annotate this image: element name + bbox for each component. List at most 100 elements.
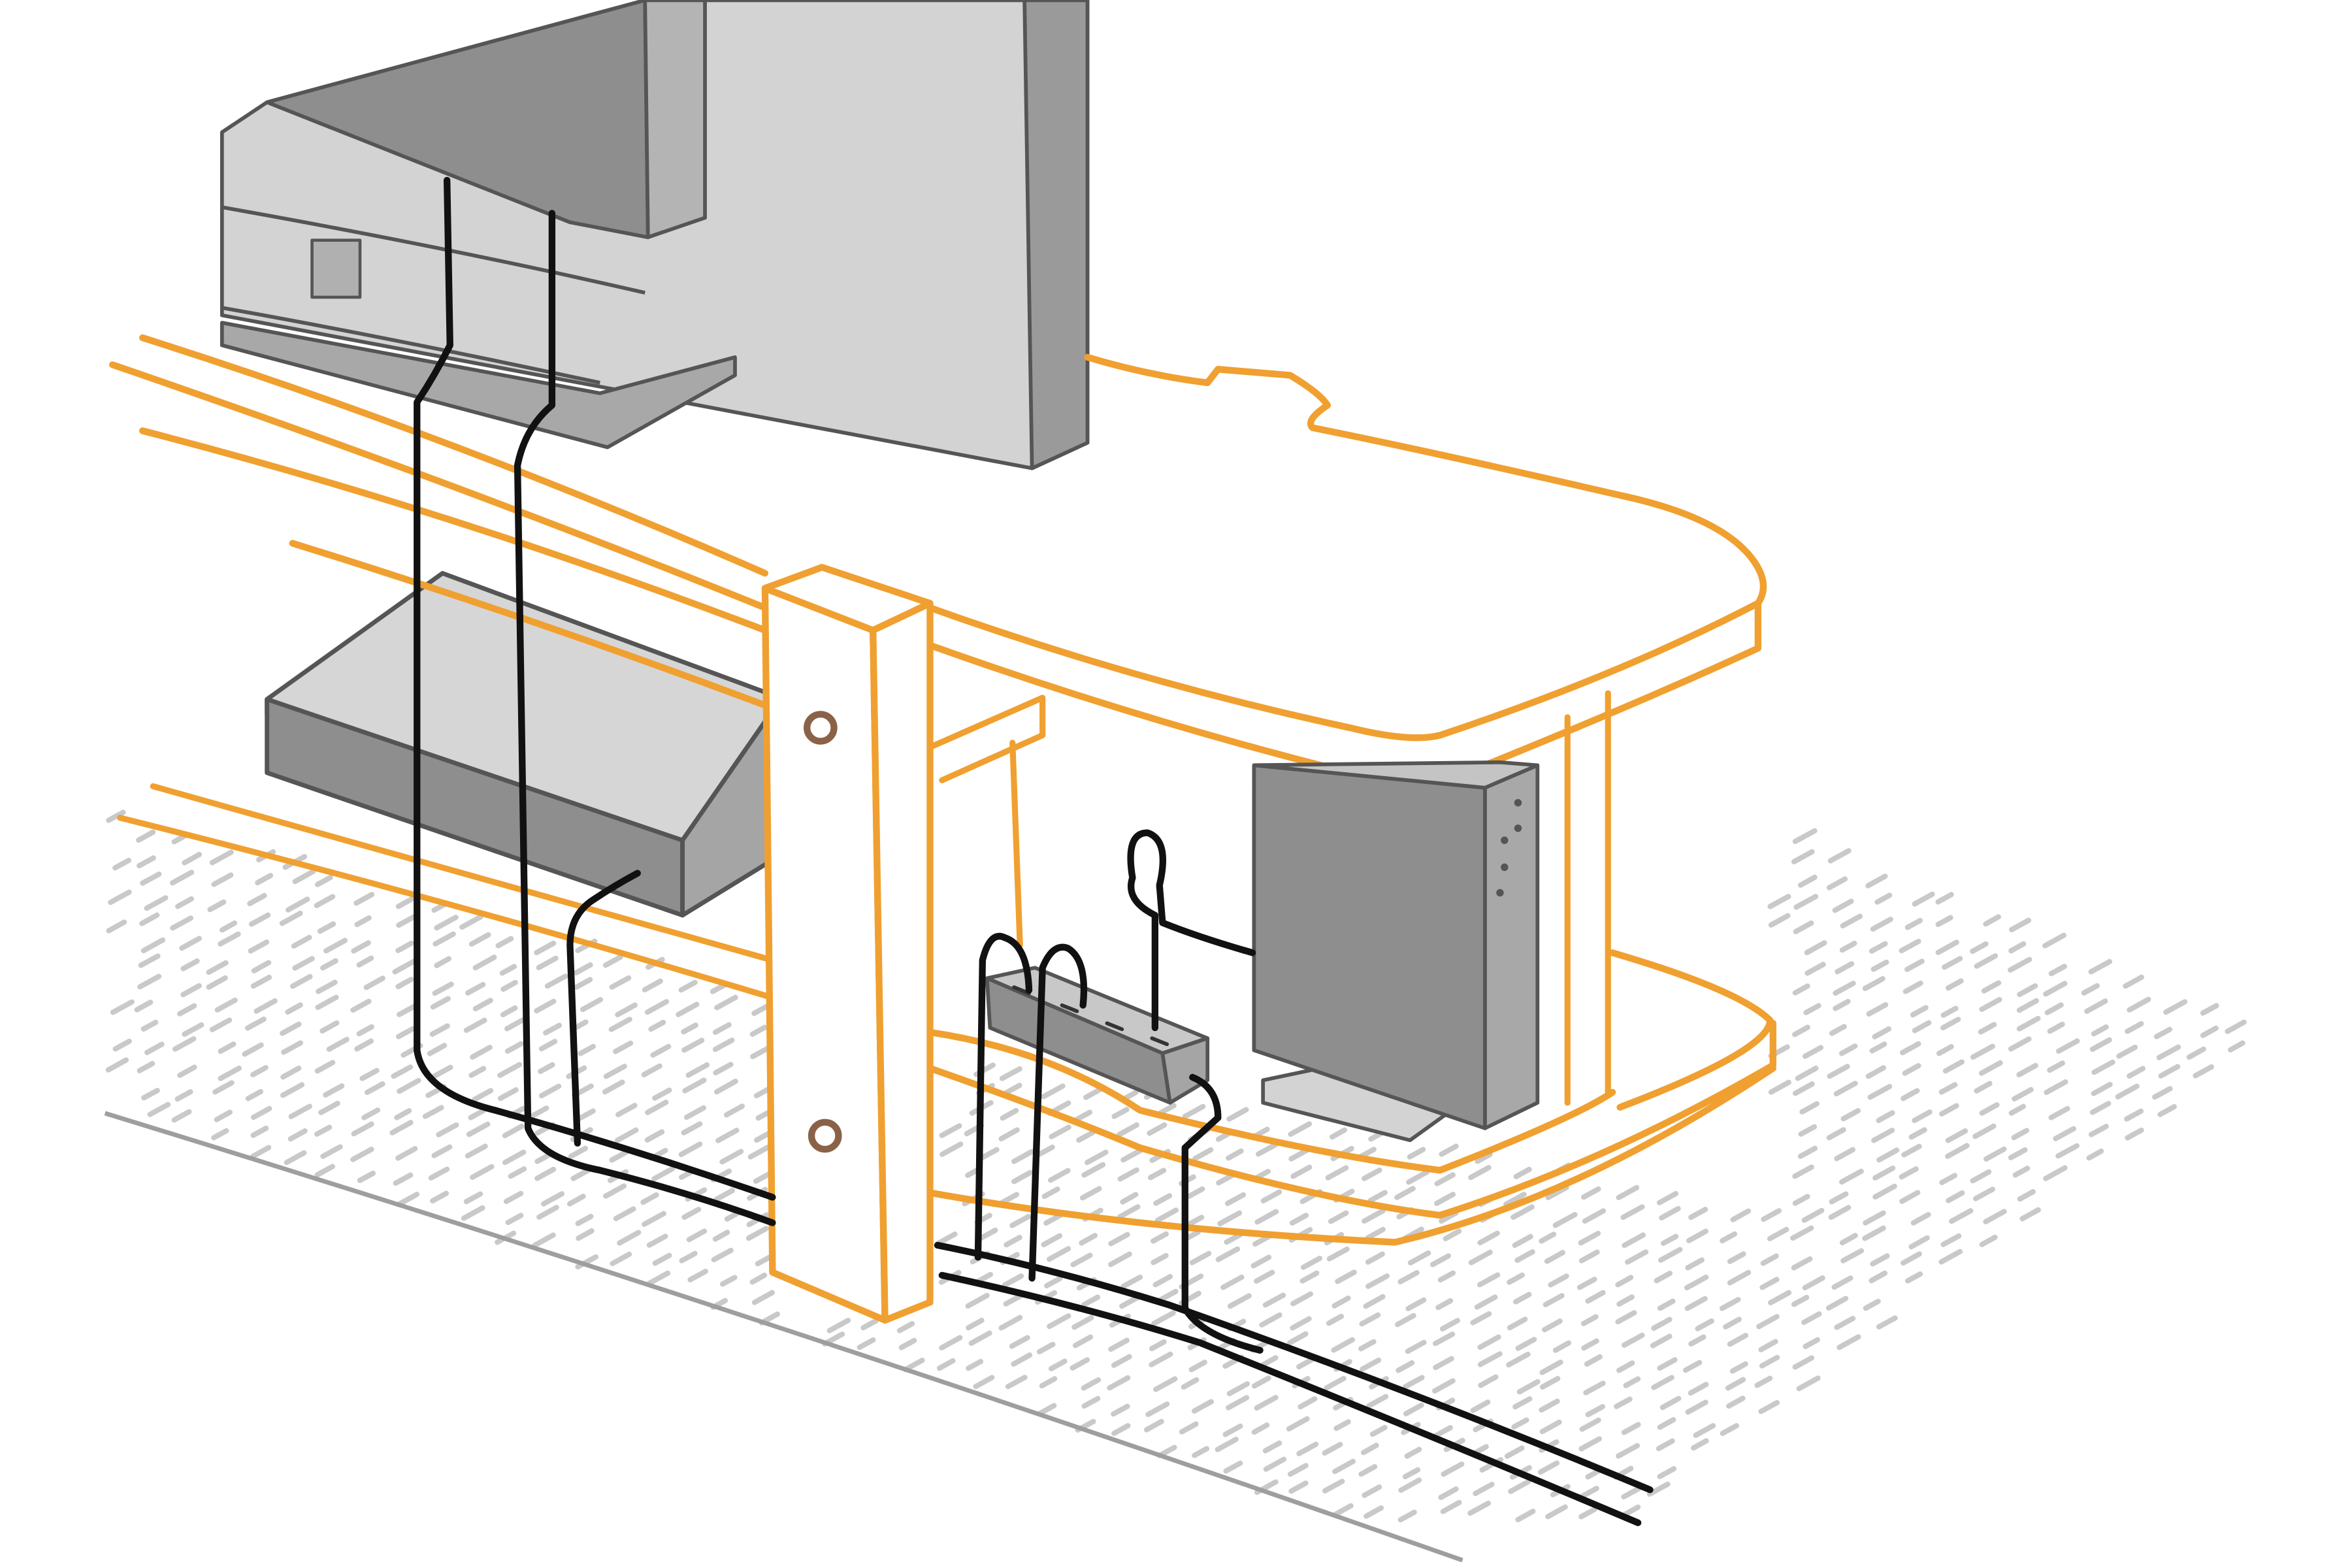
carpet-fiber [1940, 1005, 1959, 1018]
carpet-fiber [1979, 1102, 2000, 1116]
carpet-fiber [1829, 1024, 1847, 1036]
carpet-fiber [1970, 1169, 1992, 1184]
carpet-fiber [1439, 1143, 1459, 1157]
carpet-fiber [2047, 1021, 2065, 1034]
carpet-fiber [2008, 1103, 2026, 1116]
carpet-fiber [966, 1358, 984, 1371]
carpet-fiber [1512, 1233, 1533, 1249]
carpet-fiber [1583, 1380, 1606, 1396]
carpet-fiber [1543, 1293, 1565, 1307]
carpet-fiber [1840, 913, 1863, 928]
carpet-fiber [1322, 1441, 1343, 1456]
carpet-fiber [1979, 1234, 1998, 1247]
carpet-fiber [1477, 1351, 1503, 1367]
carpet-fiber [1901, 1143, 1922, 1158]
carpet-fiber [497, 1062, 523, 1078]
carpet-fiber [1759, 1277, 1780, 1290]
carpet-fiber [1657, 1466, 1677, 1480]
carpet-fiber [206, 960, 229, 975]
carpet-fiber [1578, 1230, 1601, 1246]
carpet-fiber [1048, 1358, 1068, 1371]
carpet-fiber [1262, 1292, 1286, 1308]
carpet-fiber [1792, 1194, 1810, 1206]
router-side [1483, 763, 1540, 1130]
carpet-fiber [615, 1102, 638, 1118]
carpet-fiber [1798, 874, 1818, 888]
carpet-fiber [182, 851, 203, 866]
carpet-fiber [250, 1065, 269, 1077]
carpet-fiber [1727, 1269, 1752, 1286]
carpet-fiber [1685, 1399, 1708, 1415]
carpet-fiber [466, 1121, 491, 1137]
carpet-fiber [1935, 892, 1954, 905]
carpet-fiber [1974, 1081, 1993, 1094]
carpet-fiber [681, 1121, 703, 1135]
carpet-fiber [536, 955, 559, 971]
carpet-fiber [1756, 1314, 1780, 1330]
carpet-fiber [1035, 1144, 1055, 1158]
carpet-fiber [288, 1103, 312, 1120]
carpet-fiber [536, 1205, 559, 1220]
carpet-fiber [459, 914, 483, 930]
carpet-fiber [1903, 980, 1923, 994]
carpet-fiber [1939, 1103, 1959, 1117]
tv-stand-base [220, 321, 737, 449]
carpet-fiber [472, 1088, 494, 1102]
carpet-fiber [112, 857, 132, 871]
carpet-fiber [134, 1000, 154, 1013]
carpet-fiber [1363, 1294, 1386, 1309]
carpet-fiber [1693, 1423, 1716, 1438]
carpet-fiber [1838, 1043, 1858, 1056]
carpet-fiber [1834, 1147, 1855, 1162]
carpet-fiber [1437, 1270, 1456, 1283]
bottom-shelf-top [926, 949, 1774, 1174]
carpet-fiber [576, 1228, 595, 1241]
carpet-fiber [2007, 956, 2033, 973]
carpet-fiber [1983, 914, 2001, 927]
carpet-fiber [1506, 1351, 1531, 1367]
carpet-fiber [1545, 1184, 1569, 1201]
carpet-fiber [1615, 1275, 1634, 1288]
carpet-fiber [1333, 1419, 1351, 1431]
carpet-fiber [751, 1290, 775, 1305]
carpet-fiber [1470, 1311, 1492, 1326]
carpet-fiber [1407, 1250, 1431, 1266]
carpet-fiber [1946, 1190, 1965, 1203]
carpet-fiber [1657, 1298, 1676, 1311]
carpet-fiber [1545, 1504, 1568, 1520]
carpet-fiber [284, 1150, 307, 1166]
carpet-fiber [1147, 1168, 1167, 1181]
carpet-fiber [500, 1005, 518, 1018]
inner-post-left [1009, 740, 1023, 949]
carpet-fiber [1840, 1108, 1861, 1122]
carpet-fiber [712, 1037, 735, 1053]
carpet-fiber [860, 1318, 879, 1331]
carpet-fiber [1296, 1441, 1319, 1456]
carpet-fiber [317, 921, 336, 934]
tv-top-bezel-side [643, 0, 707, 240]
carpet-fiber [287, 1128, 308, 1142]
carpet-fiber [2017, 983, 2038, 998]
carpet-fiber [1398, 1477, 1422, 1493]
carpet-fiber [1474, 1294, 1498, 1310]
carpet-fiber [568, 1145, 589, 1159]
carpet-fiber [1876, 1147, 1900, 1163]
carpet-fiber [711, 1247, 734, 1263]
carpet-fiber [1862, 1225, 1886, 1241]
carpet-fiber [1360, 1357, 1382, 1372]
carpet-fiber [1797, 1145, 1818, 1159]
carpet-fiber [1070, 1252, 1093, 1267]
carpet-fiber [1866, 1002, 1889, 1017]
carpet-fiber [1584, 1354, 1603, 1367]
carpet-fiber [1151, 1310, 1176, 1326]
carpet-fiber [1576, 1277, 1597, 1290]
carpet-fiber [428, 1166, 450, 1181]
carpet-fiber [1688, 1334, 1707, 1347]
carpet-fiber [1108, 1251, 1132, 1267]
carpet-fiber [430, 1190, 449, 1204]
bottom-shelf-front [926, 1020, 1776, 1219]
carpet-fiber [2123, 974, 2144, 989]
carpet-fiber [137, 855, 156, 869]
carpet-fiber [1654, 1270, 1673, 1284]
carpet-fiber [1869, 941, 1888, 954]
